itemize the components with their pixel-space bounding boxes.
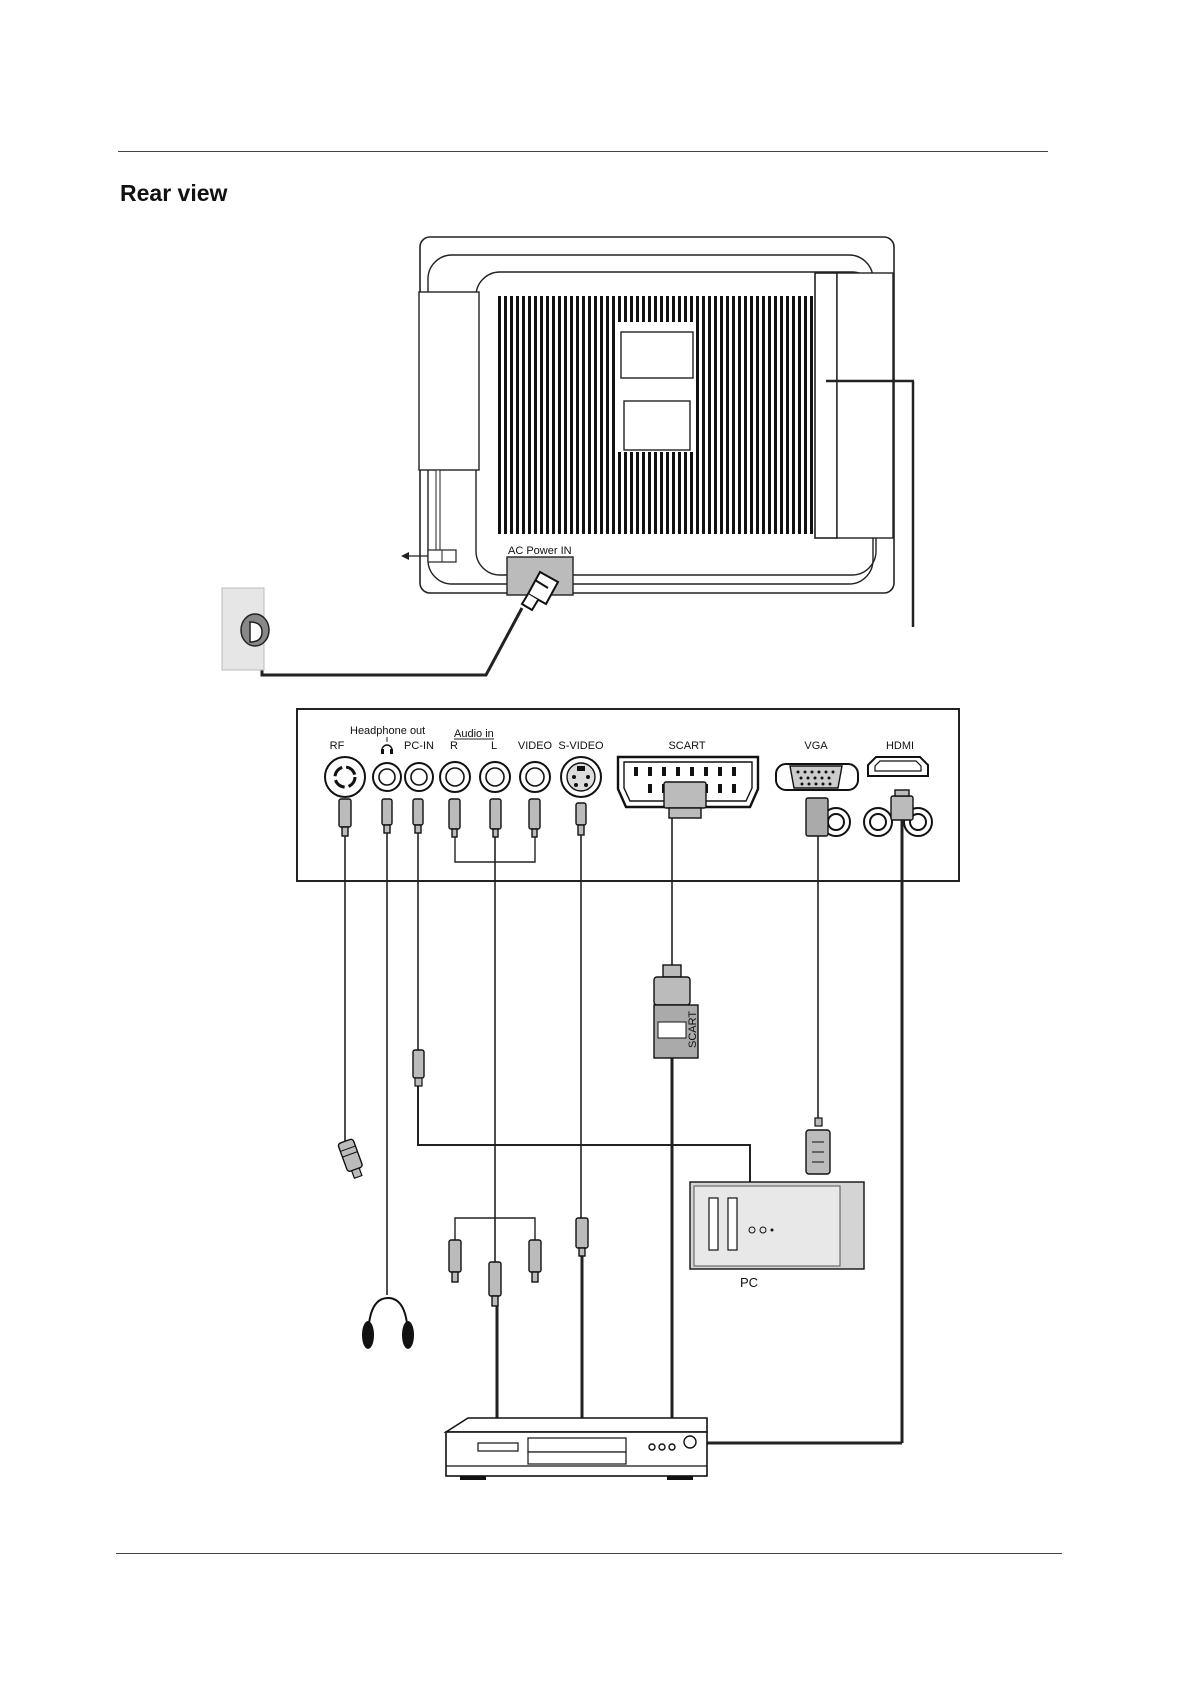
headphone-jack — [373, 763, 401, 791]
ac-power-label: AC Power IN — [508, 545, 572, 557]
hdmi-port — [868, 757, 928, 776]
vga-plug — [806, 1118, 830, 1174]
scart-plug: SCART — [654, 965, 699, 1058]
component-jacks — [822, 808, 932, 836]
pc-label: PC — [740, 1275, 758, 1290]
hdmi-port-label: HDMI — [886, 740, 914, 752]
headphones-icon — [362, 1298, 414, 1349]
bottom-rule — [116, 1553, 1062, 1554]
audio-group-label: Audio in — [454, 728, 494, 740]
wall-socket-icon — [222, 588, 269, 670]
rf-plug — [338, 1138, 366, 1179]
rf-port — [325, 757, 365, 797]
pc-audio-plug — [413, 1050, 424, 1086]
ventilation-grille — [498, 296, 815, 534]
tv-rear-cabinet — [401, 237, 914, 627]
scart-plug-label: SCART — [687, 1011, 699, 1048]
vga-port-label: VGA — [804, 740, 828, 752]
audio-r-port-label: R — [450, 740, 458, 752]
scart-port-label: SCART — [668, 740, 705, 752]
pc-in-jack — [405, 763, 433, 791]
rf-port-label: RF — [330, 740, 345, 752]
audio-r-jack — [440, 762, 470, 792]
computer-tower-icon — [690, 1182, 864, 1269]
audio-l-port-label: L — [491, 740, 497, 752]
video-port-label: VIDEO — [518, 740, 553, 752]
video-jack — [520, 762, 550, 792]
av-plugs-bottom — [449, 1218, 588, 1306]
vga-port — [776, 764, 858, 790]
pc-in-port-label: PC-IN — [404, 740, 434, 752]
dvd-player-icon — [446, 1418, 707, 1480]
svideo-port — [561, 757, 601, 797]
svideo-port-label: S-VIDEO — [558, 740, 604, 752]
audio-l-jack — [480, 762, 510, 792]
headphone-group-label: Headphone out — [350, 725, 425, 737]
power-cord — [262, 608, 522, 675]
